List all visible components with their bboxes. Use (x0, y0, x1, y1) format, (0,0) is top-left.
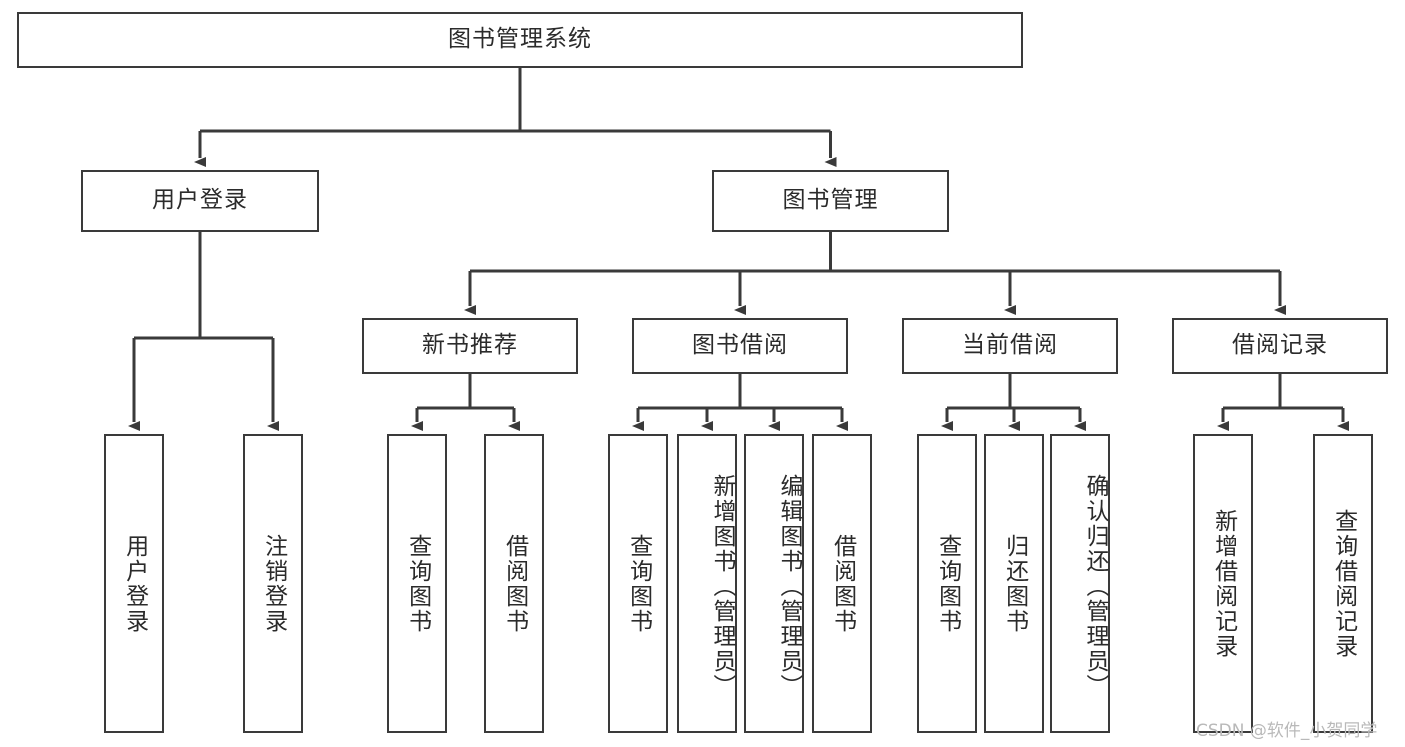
node-label: 编辑图书（管理员） (776, 474, 802, 699)
node-leaf-query-book-2[interactable]: 查询图书 (608, 434, 668, 733)
node-leaf-confirm-return[interactable]: 确认归还（管理员） (1050, 434, 1110, 733)
node-label: 借阅图书 (829, 533, 856, 634)
node-label: 查询图书 (934, 533, 961, 634)
node-leaf-return-book[interactable]: 归还图书 (984, 434, 1044, 733)
node-label: 用户登录 (121, 533, 148, 634)
node-leaf-query-book-3[interactable]: 查询图书 (917, 434, 977, 733)
node-label: 用户登录 (152, 187, 248, 214)
node-label: 新增图书（管理员） (709, 474, 735, 699)
node-label: 图书管理系统 (448, 26, 592, 53)
node-leaf-query-borrow-record[interactable]: 查询借阅记录 (1313, 434, 1373, 733)
node-leaf-borrow-book-2[interactable]: 借阅图书 (812, 434, 872, 733)
node-root[interactable]: 图书管理系统 (17, 12, 1023, 68)
node-label: 图书借阅 (692, 332, 788, 359)
node-label: 查询图书 (404, 533, 431, 634)
node-label: 图书管理 (782, 187, 879, 214)
node-label: 当前借阅 (962, 332, 1058, 359)
node-leaf-add-borrow-record[interactable]: 新增借阅记录 (1193, 434, 1253, 733)
node-leaf-logout[interactable]: 注销登录 (243, 434, 303, 733)
node-label: 确认归还（管理员） (1082, 474, 1108, 699)
node-leaf-query-book-1[interactable]: 查询图书 (387, 434, 447, 733)
node-leaf-borrow-book-1[interactable]: 借阅图书 (484, 434, 544, 733)
node-label: 归还图书 (1001, 533, 1028, 634)
node-leaf-add-book[interactable]: 新增图书（管理员） (677, 434, 737, 733)
node-label: 新增借阅记录 (1210, 508, 1237, 659)
node-label: 注销登录 (260, 533, 287, 634)
node-new-book-recommend[interactable]: 新书推荐 (362, 318, 578, 374)
node-current-borrow[interactable]: 当前借阅 (902, 318, 1118, 374)
node-book-manage[interactable]: 图书管理 (712, 170, 949, 232)
node-leaf-user-login[interactable]: 用户登录 (104, 434, 164, 733)
node-leaf-edit-book[interactable]: 编辑图书（管理员） (744, 434, 804, 733)
node-user-login[interactable]: 用户登录 (81, 170, 319, 232)
node-label: 借阅记录 (1232, 332, 1328, 359)
node-label: 借阅图书 (501, 533, 528, 634)
node-label: 查询借阅记录 (1330, 508, 1357, 659)
node-label: 新书推荐 (422, 332, 518, 359)
node-borrow-record[interactable]: 借阅记录 (1172, 318, 1388, 374)
node-label: 查询图书 (625, 533, 652, 634)
node-book-borrow[interactable]: 图书借阅 (632, 318, 848, 374)
